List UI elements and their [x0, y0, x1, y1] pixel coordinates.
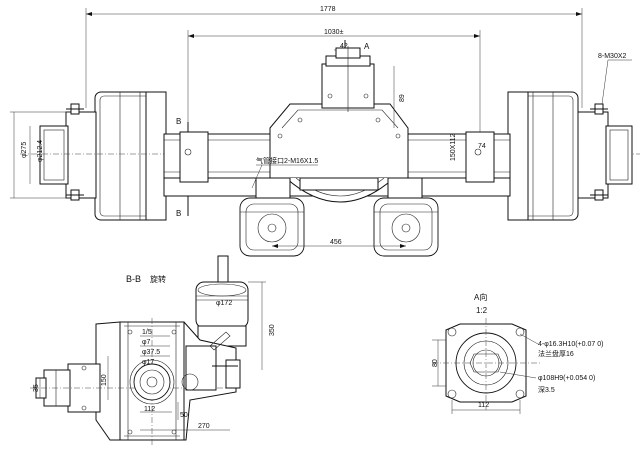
chamber-diam-dim: φ172 — [216, 300, 232, 307]
flange-pilot-label: φ108H9(+0.054 0) — [538, 375, 595, 382]
right-motor — [373, 197, 439, 257]
bb-dim-4: 150 — [101, 374, 108, 386]
bolt-spec-label: 8-M30X2 — [598, 53, 627, 60]
section-bb-title: B-B — [126, 274, 141, 284]
flange-side-dim: 80 — [432, 359, 439, 367]
section-b-bottom-marker: B — [176, 209, 181, 218]
bb-dim-1: φ7 — [142, 339, 151, 346]
axle-front-view — [10, 8, 640, 221]
bb-dim-8: 270 — [198, 423, 210, 430]
spring-seat-dim: 74 — [478, 143, 486, 150]
housing-width-dim: 150X112 — [450, 133, 457, 161]
view-a-scale: 1:2 — [476, 306, 488, 315]
view-a-title: A向 — [474, 292, 487, 302]
flange-depth-label: 深3.5 — [538, 385, 555, 394]
section-bb-subtitle: 旋转 — [150, 274, 166, 284]
flange-holes-label: 4-φ16.3H10(+0.07 0) — [538, 341, 603, 348]
hub-diam-dim: φ275 — [21, 142, 28, 158]
view-a-flange — [432, 318, 540, 414]
overall-width-dim: 1778 — [320, 6, 336, 13]
flange-offset-dim: 42 — [340, 43, 348, 50]
hub-pcd-dim: φ212.4 — [37, 140, 44, 162]
bb-dim-7: 50 — [180, 412, 188, 419]
view-a-marker: A — [364, 42, 370, 51]
air-port-label: 气管接口2-M16X1.5 — [256, 156, 318, 165]
section-bb-view — [30, 255, 266, 446]
chamber-height-dim: 350 — [269, 324, 276, 336]
section-b-top-marker: B — [176, 117, 181, 126]
bb-dim-0: 1/5 — [142, 329, 152, 336]
bb-dim-6: 112 — [144, 406, 155, 413]
bb-dim-2: φ37.5 — [142, 349, 160, 356]
flange-bottom-dim: 112 — [478, 402, 489, 409]
pinion-height-dim: 89 — [399, 94, 406, 102]
bb-dim-3: φ17 — [142, 359, 154, 366]
motor-spacing-dim: 456 — [330, 239, 342, 246]
bb-dim-5: 35 — [33, 384, 40, 392]
flange-holes-note: 法兰盘厚16 — [538, 349, 574, 358]
left-motor — [239, 197, 305, 257]
center-span-dim: 1030± — [324, 29, 344, 36]
